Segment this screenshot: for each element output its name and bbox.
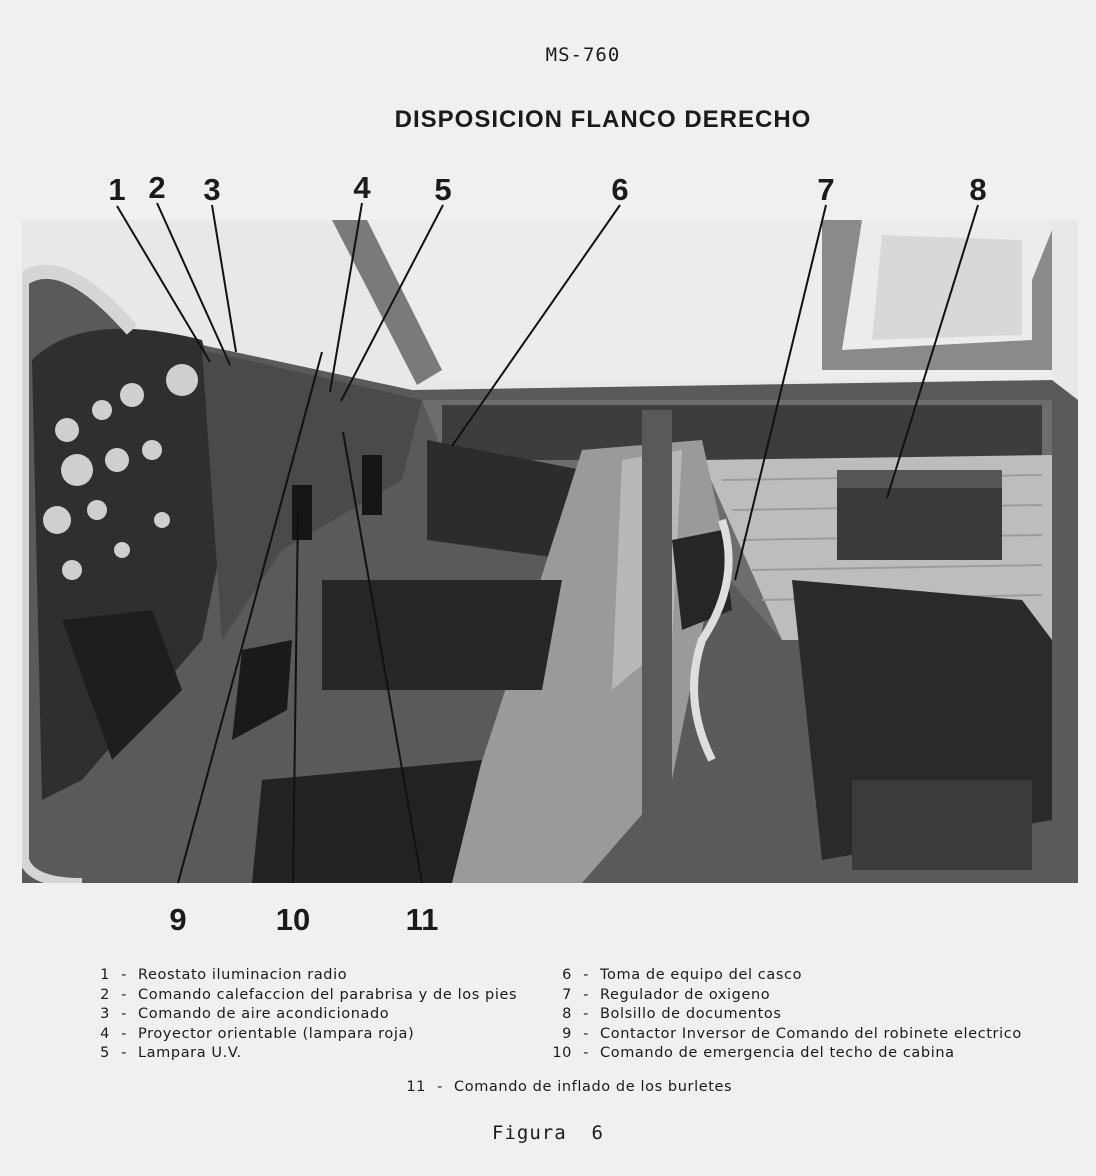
legend-left: 1-Reostato iluminacion radio 2-Comando c… xyxy=(96,966,517,1064)
legend-separator: - xyxy=(583,986,589,1003)
legend-separator: - xyxy=(583,1025,589,1042)
cockpit-photo xyxy=(22,220,1078,883)
legend-number: 4 xyxy=(100,1025,110,1042)
legend-separator: - xyxy=(583,967,589,983)
legend-number: 8 xyxy=(562,1006,572,1022)
legend-text: Lampara U.V. xyxy=(138,1045,242,1061)
legend-number: 10 xyxy=(552,1045,572,1061)
figure-caption: Figura 6 xyxy=(0,1122,1096,1144)
legend-item: 10-Comando de emergencia del techo de ca… xyxy=(548,1044,1022,1064)
legend-bottom: 11-Comando de inflado de los burletes xyxy=(406,1078,732,1098)
legend-separator: - xyxy=(121,1025,127,1042)
legend-separator: - xyxy=(583,1045,589,1061)
callout-number: 4 xyxy=(353,170,371,205)
legend-text: Toma de equipo del casco xyxy=(600,967,803,983)
legend-item: 4-Proyector orientable (lampara roja) xyxy=(96,1025,517,1045)
legend-item: 2-Comando calefaccion del parabrisa y de… xyxy=(96,986,517,1006)
callout-number: 10 xyxy=(275,902,311,937)
legend-text: Comando de emergencia del techo de cabin… xyxy=(600,1045,955,1061)
legend-separator: - xyxy=(121,986,127,1003)
callout-number: 1 xyxy=(108,172,126,207)
legend-item: 11-Comando de inflado de los burletes xyxy=(406,1078,732,1098)
legend-item: 5-Lampara U.V. xyxy=(96,1044,517,1064)
legend-separator: - xyxy=(583,1006,589,1022)
page-header: MS-760 xyxy=(545,44,621,66)
legend-item: 7-Regulador de oxigeno xyxy=(548,986,1022,1006)
legend-text: Regulador de oxigeno xyxy=(600,986,771,1003)
legend-number: 9 xyxy=(562,1025,572,1042)
callout-number: 5 xyxy=(434,172,452,207)
legend-item: 6-Toma de equipo del casco xyxy=(548,966,1022,986)
legend-separator: - xyxy=(121,967,127,983)
legend-item: 8-Bolsillo de documentos xyxy=(548,1005,1022,1025)
callout-number: 3 xyxy=(203,172,221,207)
legend-number: 5 xyxy=(100,1045,110,1061)
legend-text: Comando calefaccion del parabrisa y de l… xyxy=(138,986,518,1003)
legend-text: Bolsillo de documentos xyxy=(600,1006,782,1022)
figure-caption-text: Figura 6 xyxy=(492,1122,604,1144)
legend-item: 1-Reostato iluminacion radio xyxy=(96,966,517,986)
legend-number: 1 xyxy=(100,967,110,983)
page-title: DISPOSICION FLANCO DERECHO xyxy=(394,106,812,133)
legend-text: Proyector orientable (lampara roja) xyxy=(138,1025,415,1042)
legend-number: 7 xyxy=(562,986,572,1003)
legend-item: 3-Comando de aire acondicionado xyxy=(96,1005,517,1025)
legend-number: 11 xyxy=(406,1079,426,1095)
callout-number: 7 xyxy=(817,172,835,207)
callout-number: 9 xyxy=(169,902,187,937)
legend-text: Comando de inflado de los burletes xyxy=(454,1079,733,1095)
legend-right: 6-Toma de equipo del casco 7-Regulador d… xyxy=(548,966,1022,1064)
legend-text: Contactor Inversor de Comando del robine… xyxy=(600,1025,1022,1042)
legend-item: 9-Contactor Inversor de Comando del robi… xyxy=(548,1025,1022,1045)
legend-text: Comando de aire acondicionado xyxy=(138,1006,390,1022)
legend-number: 3 xyxy=(100,1006,110,1022)
legend-separator: - xyxy=(121,1045,127,1061)
callout-number: 6 xyxy=(611,172,629,207)
legend-separator: - xyxy=(121,1006,127,1022)
legend-text: Reostato iluminacion radio xyxy=(138,967,348,983)
callout-number: 11 xyxy=(405,902,439,937)
legend-number: 2 xyxy=(100,986,110,1003)
callout-number: 2 xyxy=(148,170,166,205)
callout-number: 8 xyxy=(969,172,987,207)
legend-number: 6 xyxy=(562,967,572,983)
legend-separator: - xyxy=(437,1079,443,1095)
